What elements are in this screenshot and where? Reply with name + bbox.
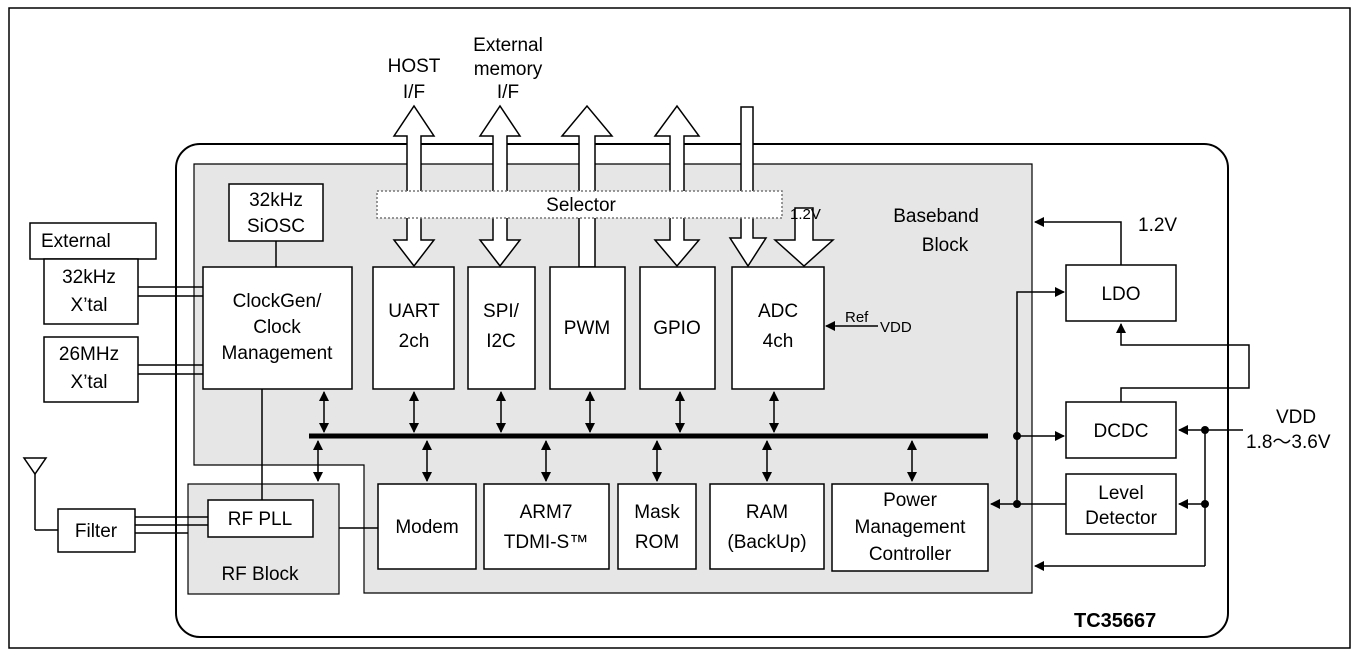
gpio-label: GPIO: [653, 318, 701, 339]
filter-rf-connections: [135, 516, 208, 534]
spi-label-line2: I2C: [486, 331, 516, 352]
maskrom-box: [617, 483, 697, 570]
pmc-box: [831, 483, 989, 572]
external-box: [29, 222, 157, 260]
junction-dots: [1013, 426, 1209, 508]
rf-block-label: RF Block: [221, 564, 299, 585]
modem-label: Modem: [395, 517, 458, 538]
rfpll-label: RF PLL: [228, 509, 292, 530]
adc-label-line1: ADC: [758, 301, 798, 322]
pwm-box: [549, 266, 626, 390]
extmem-if-label-line2: memory: [474, 59, 543, 80]
ram-box: [709, 483, 825, 570]
selector-label: Selector: [546, 195, 616, 216]
vdd-label-line1: VDD: [1276, 407, 1316, 428]
clockgen-label-line3: Management: [222, 343, 334, 364]
host-if-label-line1: HOST: [388, 56, 441, 77]
modem-box: [377, 483, 477, 570]
xtal-connections: [138, 286, 203, 375]
level-detector-label-line1: Level: [1098, 483, 1143, 504]
bus-connections: [313, 391, 917, 482]
ref-vdd-label: VDD: [880, 319, 912, 336]
rfpll-box: [207, 499, 314, 538]
baseband-label-line2: Block: [922, 235, 969, 256]
siosc-label-line1: 32kHz: [249, 190, 303, 211]
spi-label-line1: SPI/: [483, 301, 520, 322]
pmc-label-line3: Controller: [869, 544, 952, 565]
chip-name-label: TC35667: [1074, 610, 1156, 632]
adc-label-line2: 4ch: [763, 331, 794, 352]
power-wiring: [990, 217, 1250, 571]
maskrom-label-line1: Mask: [634, 502, 680, 523]
uart-label-line2: 2ch: [399, 331, 430, 352]
uart-label-line1: UART: [388, 301, 440, 322]
clockgen-label-line1: ClockGen/: [233, 291, 322, 312]
xtal26-label-line2: X’tal: [71, 372, 108, 393]
baseband-label-line1: Baseband: [893, 206, 979, 227]
arm-box: [483, 483, 610, 570]
selector-box: [376, 190, 783, 219]
clockgen-box: [202, 266, 353, 390]
external-label: External: [41, 231, 111, 252]
pmc-label-line1: Power: [883, 490, 938, 511]
xtal32-box: [43, 258, 139, 325]
clockgen-label-line2: Clock: [253, 317, 301, 338]
xtal32-label-line2: X’tal: [71, 295, 108, 316]
arm-label-line2: TDMI-S™: [504, 532, 588, 553]
xtal32-label-line1: 32kHz: [62, 267, 116, 288]
ldo-1v2-label: 1.2V: [1138, 215, 1177, 236]
gpio-box: [639, 266, 716, 390]
vdd-label-line2: 1.8～3.6V: [1246, 432, 1331, 453]
uart-box: [372, 266, 455, 390]
xtal26-box: [43, 336, 139, 403]
ldo-label: LDO: [1101, 284, 1140, 305]
arm-label-line1: ARM7: [520, 502, 573, 523]
ram-label-line2: (BackUp): [727, 532, 806, 553]
spi-box: [467, 266, 536, 390]
host-if-label-line2: I/F: [403, 82, 425, 103]
adc-input-arrow: [728, 106, 768, 268]
ram-label-line1: RAM: [746, 502, 788, 523]
filter-box: [57, 508, 136, 553]
extmem-if-label-line1: External: [473, 35, 543, 56]
adc-1v2-arrow: [773, 207, 835, 268]
siosc-label-line2: SiOSC: [247, 216, 305, 237]
level-detector-label-line2: Detector: [1085, 508, 1157, 529]
ref-label: Ref: [845, 309, 869, 326]
xtal26-label-line1: 26MHz: [59, 344, 119, 365]
adc-box: [731, 266, 825, 390]
pmc-label-line2: Management: [855, 517, 967, 538]
extmem-if-label-line3: I/F: [497, 82, 519, 103]
antenna-icon: [22, 457, 58, 531]
maskrom-label-line2: ROM: [635, 532, 679, 553]
pwm-label: PWM: [564, 318, 610, 339]
dcdc-label: DCDC: [1094, 421, 1149, 442]
adc-1v2-label: 1.2V: [790, 206, 821, 223]
filter-label: Filter: [75, 521, 118, 542]
